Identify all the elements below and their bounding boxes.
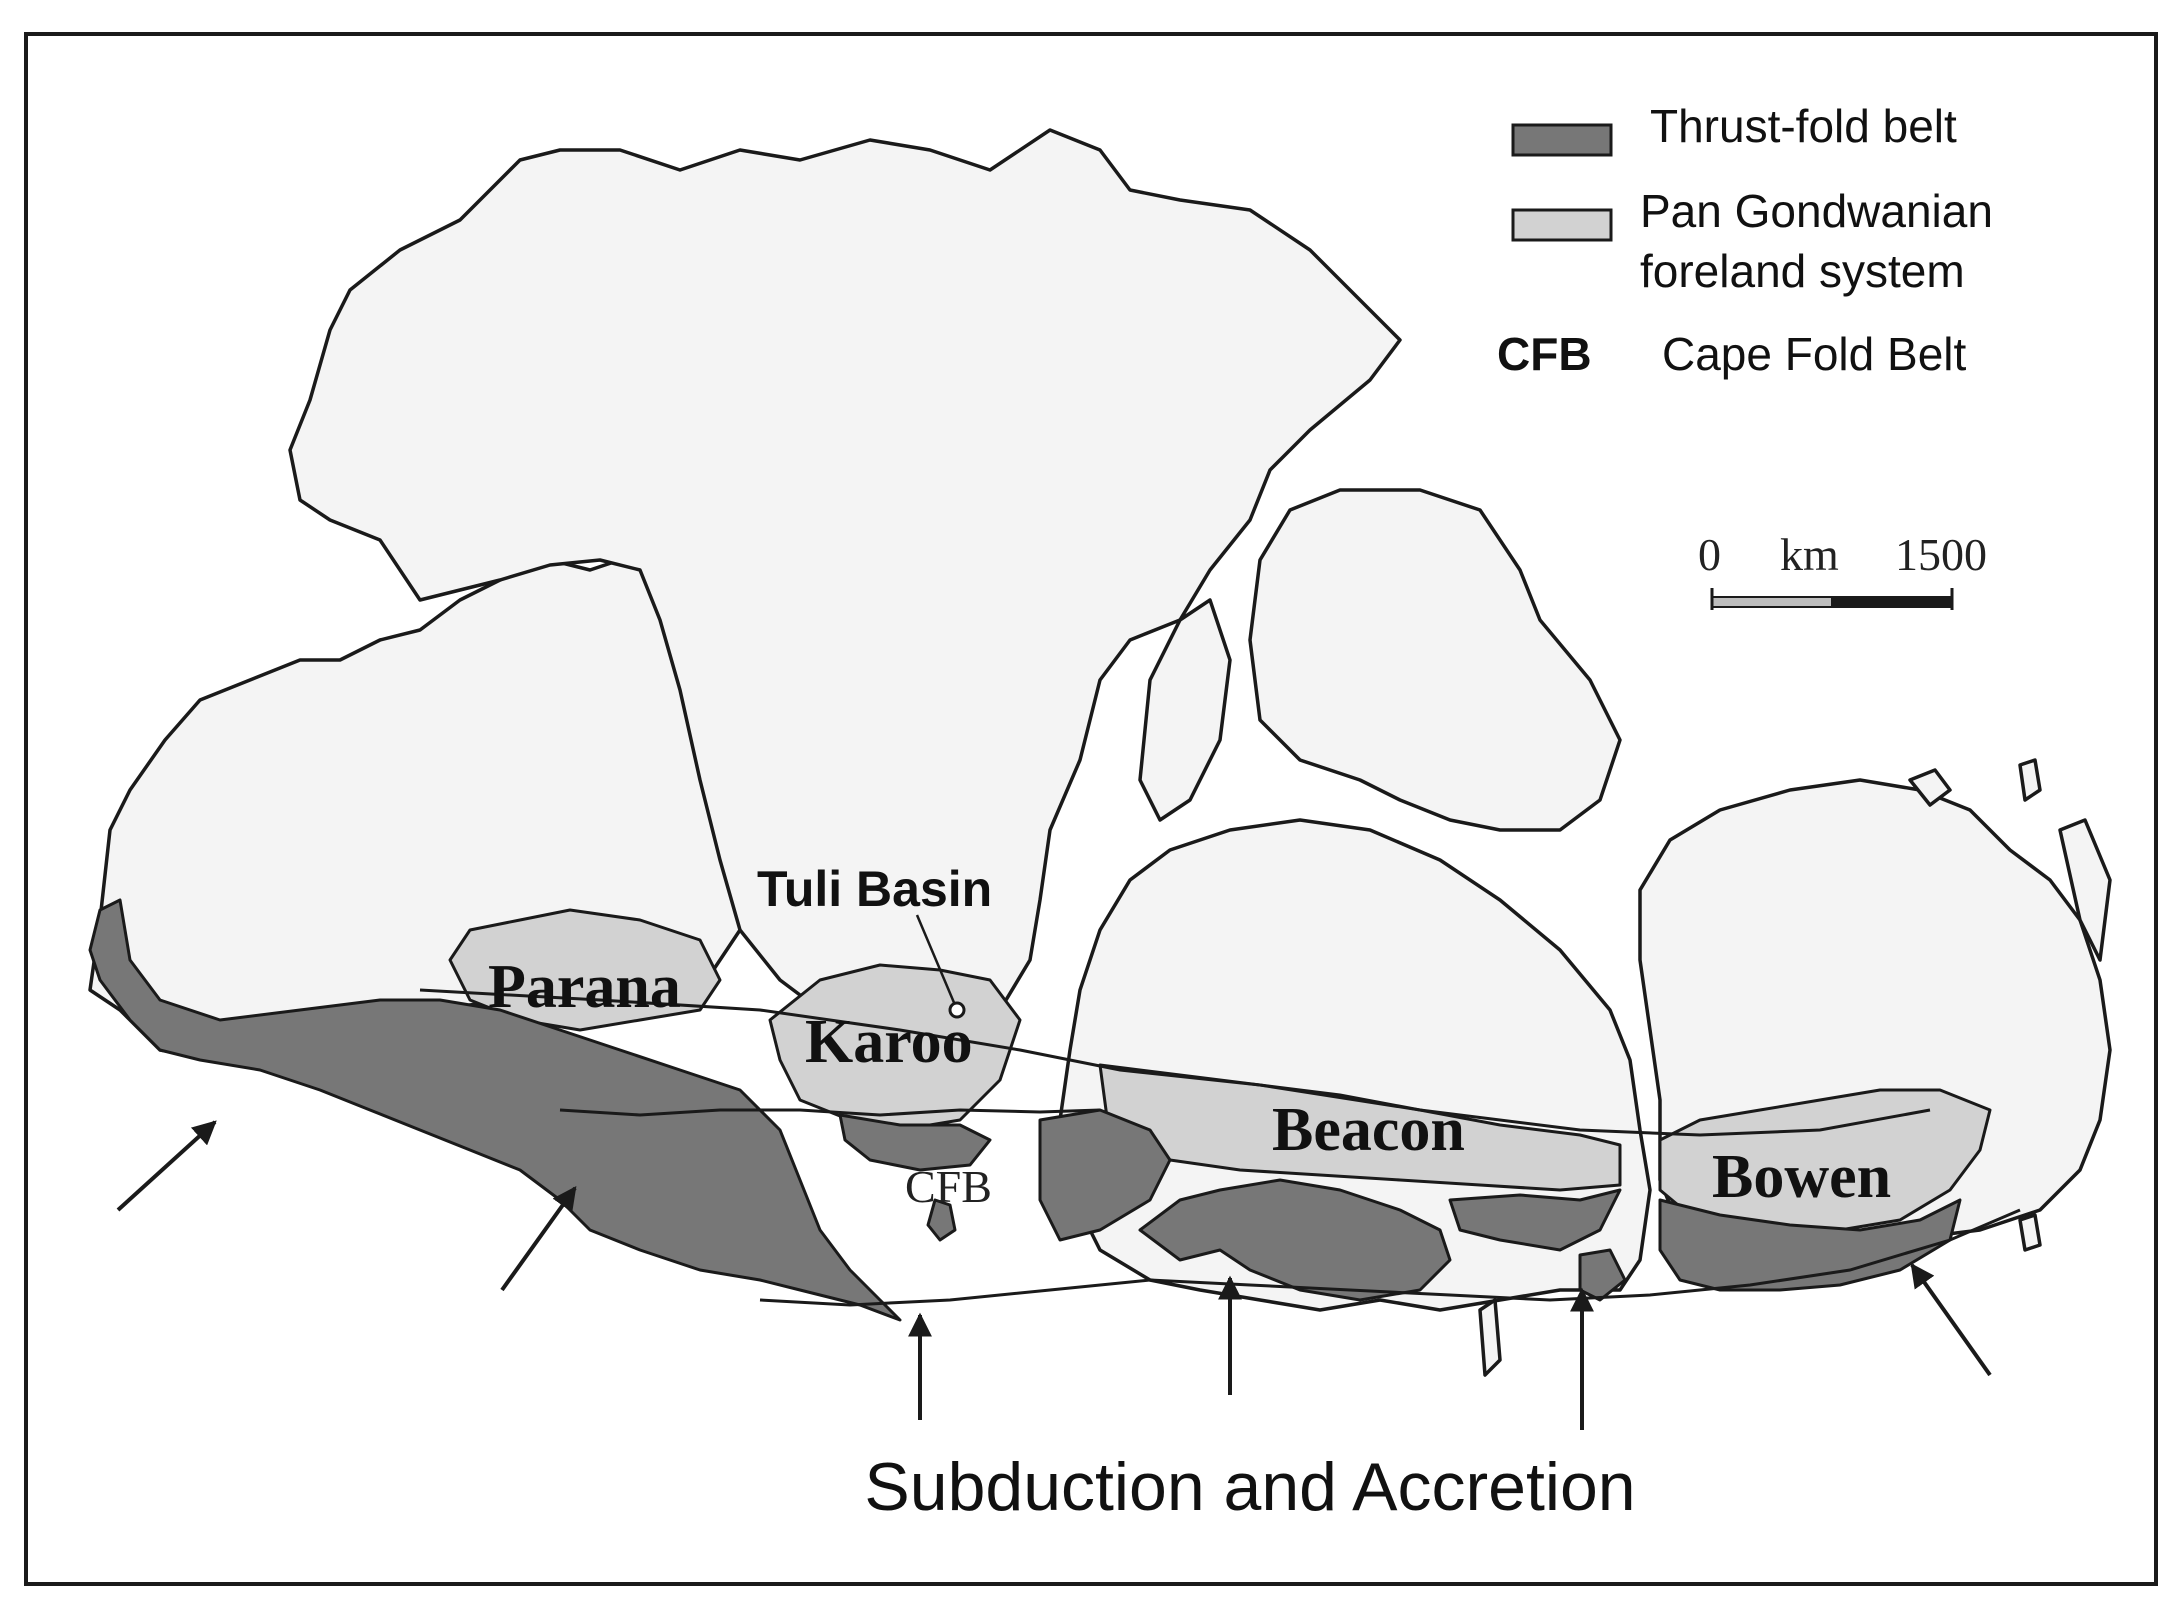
island-south-1 [1478,1298,1502,1377]
scale-bar: 0 km 1500 [1698,529,1987,610]
scale-bar-light-segment [1711,596,1833,608]
thrust-belt-west [88,898,902,1322]
southern-margin-line [759,1208,2021,1307]
tuli-basin-leader [915,914,957,1006]
thrust-belt-small-block [1578,1248,1627,1302]
scale-bar-unit: km [1780,529,1839,580]
legend-swatch-thrust-fold-belt [1511,123,1613,157]
thrust-belt-antarctica-central [1138,1178,1452,1302]
caption-subduction-accretion: Subduction and Accretion [864,1449,1635,1525]
island-east-1 [1908,768,1952,807]
label-karoo: Karoo [805,1008,973,1076]
legend-label-foreland-line1: Pan Gondwanian [1640,185,1993,237]
subduction-arrow-1 [116,1120,217,1212]
label-parana: Parana [488,953,681,1021]
cfb-patch [926,1198,957,1242]
thrust-belt-bowen [1658,1198,1962,1292]
thrust-belt-antarctica-east [1448,1188,1622,1252]
foreland-boundary-line [419,988,1931,1137]
island-east-3 [2058,818,2112,962]
madagascar-landmass [1138,598,1232,822]
label-cfb: CFB [905,1161,992,1212]
legend-label-foreland-line2: foreland system [1640,245,1965,297]
legend-abbrev-label: Cape Fold Belt [1662,328,1966,380]
island-east-2 [2018,758,2042,802]
scale-bar-start: 0 [1698,529,1721,580]
subduction-arrow-6 [1910,1263,1992,1377]
beacon-foreland [1098,1063,1622,1192]
india-landmass [1248,488,1622,832]
thrust-belt-antarctica-west [1038,1108,1172,1242]
thrust-belt-karoo-south [838,1113,992,1172]
scale-bar-end: 1500 [1895,529,1987,580]
subduction-arrow-2 [500,1186,577,1292]
legend: Thrust-fold belt Pan Gondwanian foreland… [1497,100,1993,380]
label-bowen: Bowen [1712,1143,1891,1211]
legend-label-thrust-fold-belt: Thrust-fold belt [1650,100,1957,152]
africa-landmass [288,128,1402,1072]
legend-swatch-foreland-system [1511,208,1613,242]
label-tuli-basin: Tuli Basin [757,861,992,917]
scale-bar-dark-segment [1831,596,1953,608]
island-east-4 [2018,1213,2042,1252]
belt-boundary-line [559,1108,1101,1117]
label-beacon: Beacon [1272,1096,1465,1164]
legend-abbrev-key: CFB [1497,328,1592,380]
tuli-basin-marker [948,1001,966,1019]
